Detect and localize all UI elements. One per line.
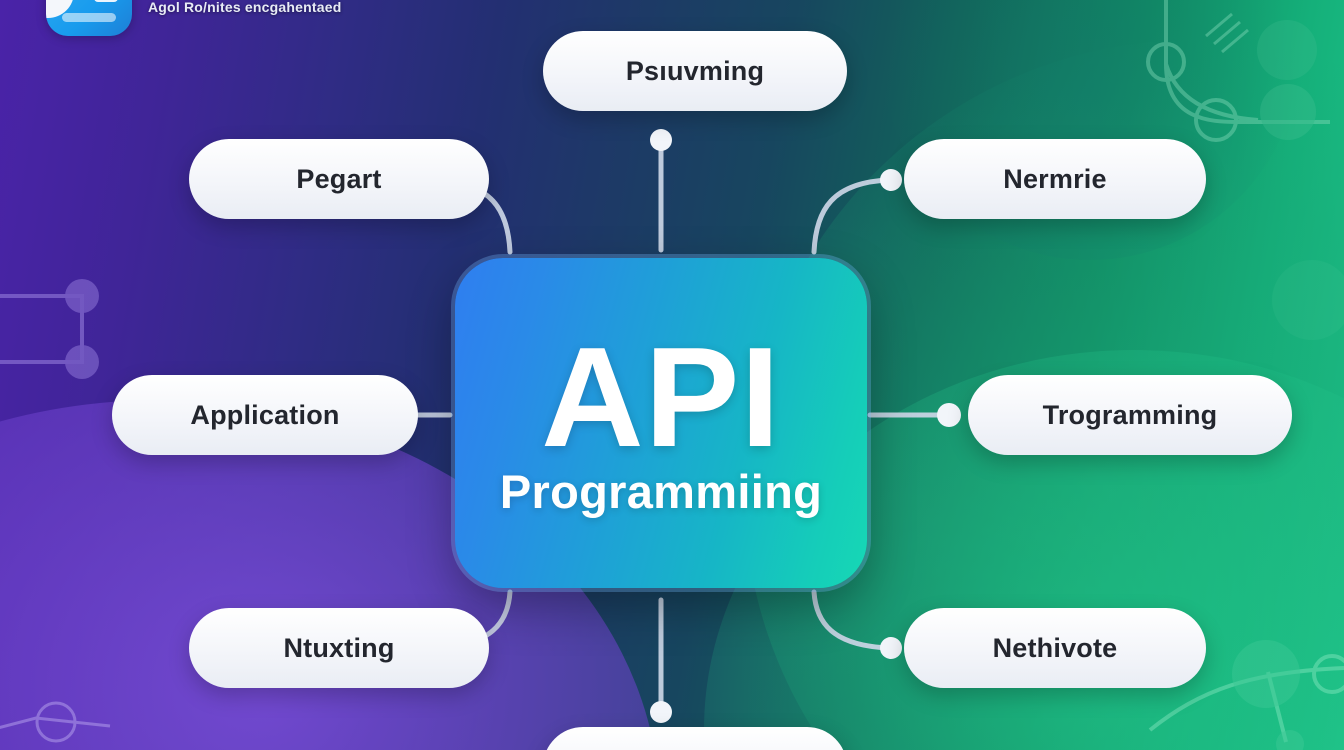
center-card-title: API [541,318,781,478]
logo-bar-shape [62,13,116,22]
brand-title: Agol Ro/nites encgahentaed [148,0,342,15]
logo-chip-shape [94,0,118,2]
node-pill-top-left[interactable]: Pegart [189,139,489,219]
node-pill-bottom-left[interactable]: Ntuxting [189,608,489,688]
center-card-subtitle: Programmiing [499,464,823,518]
node-pill-right[interactable]: Trogramming [968,375,1292,455]
node-pill-bottom[interactable] [543,727,847,750]
brand-lockup: Agol Ro/nites encgahentaed [46,0,341,36]
node-pill-top[interactable]: Psıuvming [543,31,847,111]
center-card: API Programmiing [455,258,867,588]
app-logo-icon [46,0,132,36]
node-pill-top-right[interactable]: Nermrie [904,139,1206,219]
node-pill-left[interactable]: Application [112,375,418,455]
node-pill-bottom-right[interactable]: Nethivote [904,608,1206,688]
